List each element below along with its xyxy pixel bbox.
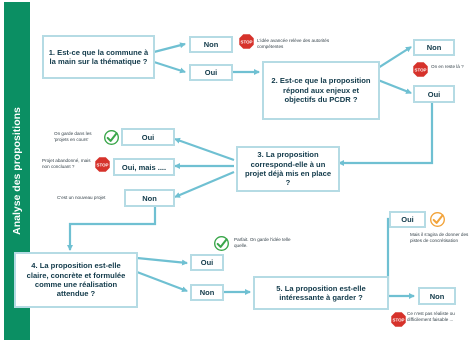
question-5-box: 5. La proposition est-elle intéressante … <box>253 276 389 310</box>
question-1-box: 1. Est-ce que la commune à la main sur l… <box>42 35 155 79</box>
note-q3-non: C'est un nouveau projet <box>57 195 106 200</box>
checkmark-green-icon <box>104 130 119 145</box>
q2-answer-oui: Oui <box>413 85 455 103</box>
stop-sign-icon: STOP <box>412 61 429 78</box>
question-3-box: 3. La proposition correspond-elle à un p… <box>236 146 340 192</box>
arrow-q1-non <box>153 42 186 54</box>
note-q3-oui-mais: Projet abandonné, mais non concluant ? <box>42 158 91 169</box>
svg-text:STOP: STOP <box>241 39 253 44</box>
note-q2-non: On en reste là ? <box>431 64 464 69</box>
stop-sign-icon: STOP <box>94 156 111 173</box>
question-2-box: 2. Est-ce que la proposition répond aux … <box>262 61 380 120</box>
stop-sign-icon: STOP <box>390 311 407 328</box>
note-q5-oui: Mais il s'agira de donner des pistes de … <box>410 232 469 243</box>
q3-answer-non: Non <box>124 189 175 207</box>
stop-sign-icon: STOP <box>238 33 255 50</box>
note-q5-non: Ce n'est pas réaliste ou difficilement f… <box>407 311 455 322</box>
svg-text:STOP: STOP <box>97 162 109 167</box>
arrow-q4-oui <box>136 256 188 266</box>
question-4-box: 4. La proposition est-elle claire, concr… <box>14 252 138 308</box>
arrow-q3-oui <box>174 137 235 162</box>
arrow-q4-non <box>136 270 188 293</box>
arrow-q5-oui <box>386 216 405 285</box>
q1-answer-non: Non <box>189 36 233 53</box>
q3-answer-oui: Oui <box>121 128 175 146</box>
note-q1-non: L'idée avancée relève des autorités comp… <box>257 38 330 49</box>
q1-answer-oui: Oui <box>189 64 233 81</box>
q3-answer-oui-mais: Oui, mais .... <box>113 158 175 176</box>
arrow-q1-oui <box>153 60 186 74</box>
q5-answer-non: Non <box>418 287 456 305</box>
note-q4-oui: Parfait. On garde l'idée telle quelle. <box>234 237 291 248</box>
svg-text:STOP: STOP <box>393 317 405 322</box>
arrow-q5-non <box>386 285 415 299</box>
arrow-q2-oui <box>377 78 412 95</box>
arrow-q3-non <box>174 170 235 199</box>
note-q3-oui: On garde dans les 'projets en cours' <box>54 131 92 142</box>
q5-answer-oui: Oui <box>389 211 426 228</box>
q4-answer-non: Non <box>190 284 224 301</box>
q2-answer-non: Non <box>413 39 455 56</box>
q4-answer-oui: Oui <box>190 254 224 271</box>
svg-text:STOP: STOP <box>415 67 427 72</box>
checkmark-green-icon <box>214 236 229 251</box>
arrow-q2-oui-to-q3 <box>338 103 434 166</box>
arrow-q2-non <box>377 46 412 69</box>
arrow-q3-non-to-q4 <box>67 206 157 251</box>
checkmark-orange-icon <box>430 212 445 227</box>
